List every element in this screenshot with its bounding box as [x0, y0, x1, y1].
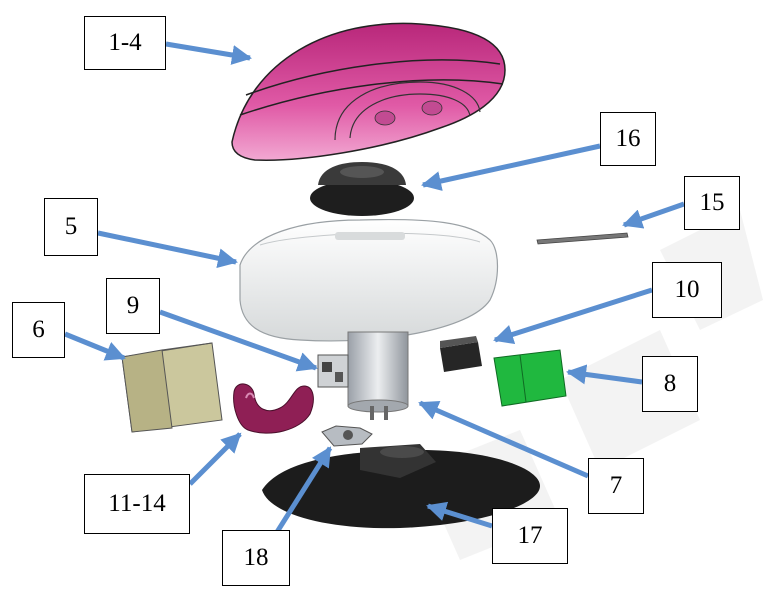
cover-part — [239, 218, 499, 342]
callout-label: 16 — [615, 125, 641, 152]
callout-label: 11-14 — [108, 490, 166, 517]
puck-part — [310, 162, 414, 216]
callout-label: 1-4 — [108, 29, 142, 56]
callout-label: 7 — [609, 472, 623, 499]
arrow-16 — [421, 143, 601, 191]
arrow-6 — [64, 331, 126, 361]
rod-part — [536, 232, 629, 245]
clip-part — [233, 383, 314, 434]
box-part — [121, 342, 223, 433]
arrow-18 — [269, 446, 333, 542]
base-part — [262, 444, 540, 529]
small-block-part — [440, 336, 482, 372]
arrow-1-4 — [165, 41, 252, 65]
motor-part — [347, 331, 409, 420]
callout-5: 5 — [44, 198, 98, 256]
leader-arrows — [64, 41, 685, 542]
callout-11-14: 11-14 — [84, 474, 190, 534]
callout-label: 17 — [517, 522, 543, 549]
callout-label: 18 — [243, 544, 269, 571]
arrow-10 — [493, 287, 653, 345]
callout-6: 6 — [12, 302, 65, 358]
callout-7: 7 — [588, 458, 644, 514]
arrow-15 — [622, 201, 685, 229]
arrow-9 — [159, 309, 318, 372]
green-part — [493, 349, 567, 407]
callout-label: 15 — [699, 189, 725, 216]
arrow-17 — [426, 501, 493, 529]
callout-label: 5 — [64, 213, 78, 240]
bracket-part — [317, 354, 349, 388]
callout-17: 17 — [492, 508, 568, 564]
arrow-11-14 — [188, 432, 242, 486]
callout-15: 15 — [684, 176, 740, 230]
mount-part — [321, 425, 373, 447]
callout-label: 6 — [32, 316, 45, 343]
callout-label: 8 — [663, 370, 677, 397]
callout-label: 9 — [126, 292, 140, 319]
arrow-7 — [418, 400, 589, 479]
dome-part — [231, 22, 506, 161]
callout-label: 10 — [674, 276, 700, 303]
callout-16: 16 — [600, 112, 656, 166]
arrow-8 — [566, 364, 643, 385]
callout-9: 9 — [106, 278, 160, 334]
callout-1-4: 1-4 — [84, 16, 166, 70]
callout-10: 10 — [652, 262, 722, 318]
callout-8: 8 — [642, 356, 698, 412]
callout-18: 18 — [222, 530, 290, 586]
arrow-5 — [97, 230, 238, 269]
